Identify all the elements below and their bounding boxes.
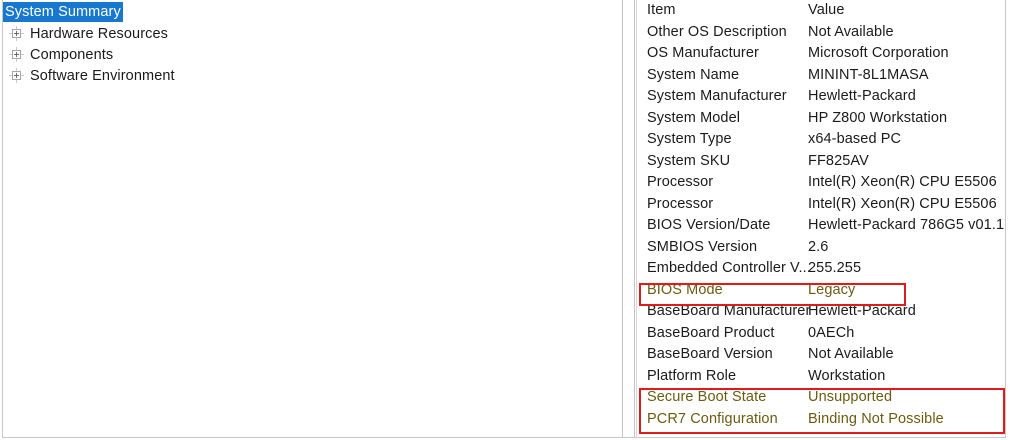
table-row[interactable]: System Model HP Z800 Workstation [637,108,1005,129]
table-row[interactable]: Processor Intel(R) Xeon(R) CPU E5506 [637,194,1005,215]
plus-box-icon[interactable] [9,47,25,63]
plus-box-icon[interactable] [9,26,25,42]
table-row[interactable]: Other OS Description Not Available [637,22,1005,43]
tree-item-label: System Summary [3,2,123,22]
detail-item-cell: Other OS Description [647,23,787,40]
table-row[interactable]: OS Manufacturer Microsoft Corporation [637,43,1005,64]
table-row[interactable]: Platform Role Workstation [637,366,1005,387]
table-row[interactable]: System SKU FF825AV [637,151,1005,172]
detail-value-cell: 255.255 [808,260,862,276]
navigation-tree[interactable]: System Summary Hardware Resources Compon… [3,0,622,437]
detail-item-cell: Processor [647,195,714,212]
detail-value-cell: Microsoft Corporation [808,45,949,61]
detail-item-cell: System Type [647,131,732,147]
table-row[interactable]: Secure Boot State Unsupported [637,387,1005,408]
plus-box-icon[interactable] [9,68,25,84]
detail-item-cell: System SKU [647,152,731,169]
detail-value-cell: Not Available [808,23,894,40]
detail-item-cell: PCR7 Configuration [647,410,778,427]
tree-item-components[interactable]: Components [3,45,115,65]
detail-value-cell: Intel(R) Xeon(R) CPU E5506 [808,195,997,212]
tree-item-software-environment[interactable]: Software Environment [3,66,177,86]
detail-value-cell: Hewlett-Packard 786G5 v01.17, 8/ [808,217,1005,233]
detail-value-cell: FF825AV [808,152,869,169]
detail-item-cell: System Name [647,66,740,83]
details-column-header[interactable]: Item Value [637,0,1005,21]
tree-item-label: Software Environment [30,68,175,84]
tree-item-label: Components [30,47,114,63]
window-border-bottom [2,437,1006,438]
detail-value-cell: MININT-8L1MASA [808,66,929,83]
detail-value-cell: Workstation [808,367,886,384]
table-row[interactable]: Processor Intel(R) Xeon(R) CPU E5506 [637,172,1005,193]
detail-value-cell: Binding Not Possible [808,410,944,427]
table-row[interactable]: BaseBoard Version Not Available [637,344,1005,365]
detail-item-cell: OS Manufacturer [647,45,759,61]
detail-item-cell: Embedded Controller V... [647,260,811,276]
detail-item-cell: Processor [647,174,714,190]
table-row[interactable]: Embedded Controller V...255.255 [637,258,1005,279]
table-row[interactable]: SMBIOS Version 2.6 [637,237,1005,258]
table-row[interactable]: PCR7 Configuration Binding Not Possible [637,409,1005,430]
detail-value-cell: Value [808,2,845,18]
detail-value-cell: Not Available [808,346,894,362]
pane-splitter[interactable] [622,0,623,437]
table-row[interactable]: System Name MININT-8L1MASA [637,65,1005,86]
detail-value-cell: Intel(R) Xeon(R) CPU E5506 [808,174,997,190]
detail-item-cell: System Model [647,109,741,126]
detail-pane-border [636,0,637,437]
detail-item-cell: System Manufacturer [647,88,787,104]
detail-value-cell: Hewlett-Packard [808,303,916,319]
tree-item-system-summary[interactable]: System Summary [3,2,123,22]
detail-item-cell: Item [647,2,676,18]
table-row[interactable]: BIOS Mode Legacy [637,280,1005,301]
table-row[interactable]: BaseBoard Product 0AECh [637,323,1005,344]
tree-item-label: Hardware Resources [30,26,168,42]
table-row[interactable]: System Type x64-based PC [637,129,1005,150]
detail-item-cell: BIOS Version/Date [647,217,771,233]
detail-item-cell: Platform Role [647,367,737,384]
detail-value-cell: Unsupported [808,389,893,405]
detail-value-cell: Hewlett-Packard [808,88,916,104]
table-row[interactable]: System Manufacturer Hewlett-Packard [637,86,1005,107]
detail-item-cell: BIOS Mode [647,281,723,298]
window-border-right [1005,0,1006,438]
detail-item-cell: Secure Boot State [647,389,767,405]
table-row[interactable]: BIOS Version/Date Hewlett-Packard 786G5 v… [637,215,1005,236]
detail-value-cell: 0AECh [808,324,855,341]
detail-item-cell: SMBIOS Version [647,238,758,255]
detail-value-cell: HP Z800 Workstation [808,109,948,126]
window-border-left [2,0,3,438]
detail-value-cell: 2.6 [808,238,829,255]
pane-splitter-gap[interactable] [623,0,634,437]
detail-item-cell: BaseBoard Product [647,324,775,341]
detail-item-cell: BaseBoard Manufacturer [647,303,811,319]
detail-item-cell: BaseBoard Version [647,346,773,362]
detail-value-cell: x64-based PC [808,131,902,147]
detail-value-cell: Legacy [808,281,856,298]
tree-item-hardware-resources[interactable]: Hardware Resources [3,24,170,44]
pane-splitter-edge [634,0,635,437]
